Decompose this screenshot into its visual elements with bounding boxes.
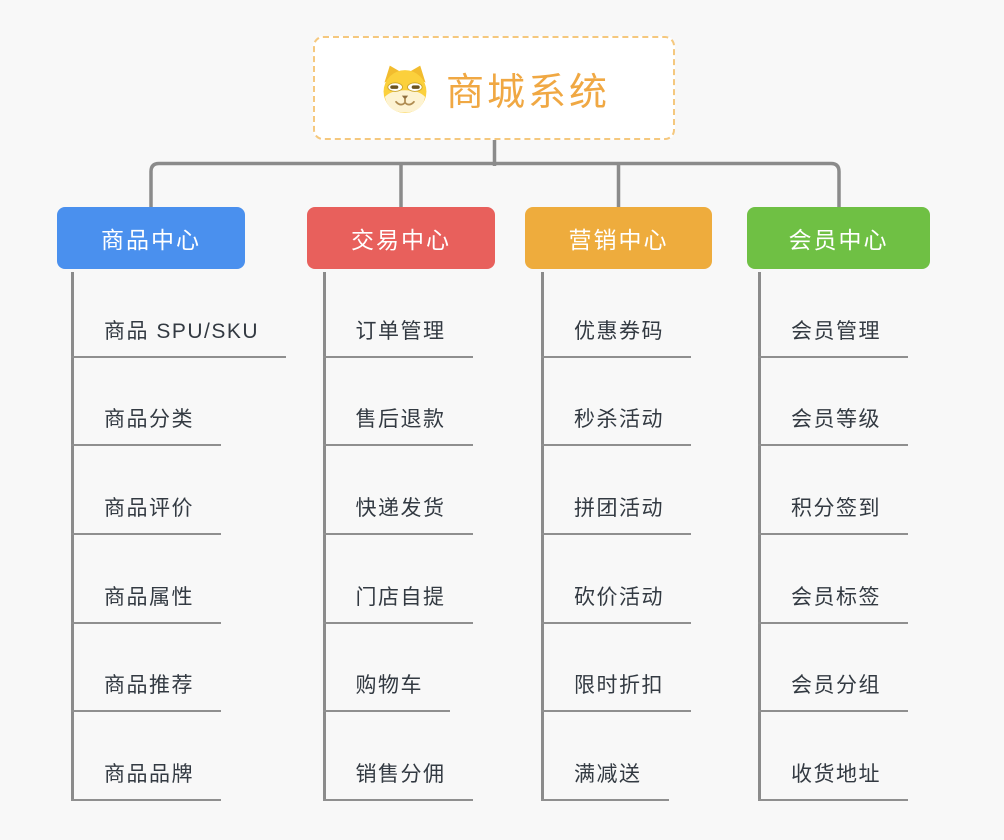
leaf-node[interactable]: 商品 SPU/SKU (71, 315, 287, 358)
leaf-node[interactable]: 满减送 (541, 758, 669, 801)
leaf-node[interactable]: 快递发货 (322, 492, 473, 535)
branch-node-1[interactable]: 商品中心 (57, 207, 245, 269)
leaf-node[interactable]: 商品属性 (71, 581, 221, 624)
leaf-node[interactable]: 门店自提 (322, 581, 473, 624)
leaf-node[interactable]: 会员等级 (758, 403, 908, 447)
branch-label: 会员中心 (788, 227, 889, 253)
branch-label: 商品中心 (101, 227, 201, 253)
branch-children-line (322, 272, 326, 799)
root-title: 商城系统 (445, 71, 610, 114)
leaf-node[interactable]: 砍价活动 (541, 581, 691, 624)
leaf-node[interactable]: 会员分组 (758, 669, 908, 713)
leaf-node[interactable]: 商品品牌 (71, 758, 221, 801)
leaf-node[interactable]: 商品评价 (71, 492, 221, 535)
leaf-node[interactable]: 限时折扣 (541, 669, 691, 713)
branch-children-line (71, 272, 74, 799)
leaf-node[interactable]: 秒杀活动 (541, 403, 691, 447)
branch-children-line (758, 272, 761, 799)
branch-bus-line (149, 161, 841, 208)
leaf-node[interactable]: 售后退款 (322, 403, 473, 447)
branch-label: 交易中心 (351, 227, 451, 253)
branch-children-line (541, 272, 544, 799)
leaf-node[interactable]: 收货地址 (758, 758, 908, 801)
leaf-node[interactable]: 优惠券码 (541, 315, 691, 358)
branch-node-2[interactable]: 交易中心 (307, 207, 495, 269)
leaf-node[interactable]: 商品推荐 (71, 669, 221, 713)
leaf-node[interactable]: 销售分佣 (322, 758, 473, 801)
branch-label: 营销中心 (568, 227, 669, 253)
branch-node-4[interactable]: 会员中心 (747, 207, 930, 269)
leaf-node[interactable]: 订单管理 (322, 315, 473, 358)
root-node[interactable]: 商城系统 (313, 36, 675, 140)
branch-node-3[interactable]: 营销中心 (525, 207, 712, 269)
leaf-node[interactable]: 购物车 (322, 669, 450, 713)
leaf-node[interactable]: 会员管理 (758, 315, 908, 358)
leaf-node[interactable]: 拼团活动 (541, 492, 691, 535)
leaf-node[interactable]: 会员标签 (758, 581, 908, 624)
leaf-node[interactable]: 积分签到 (758, 492, 908, 535)
doge-icon (383, 65, 427, 113)
leaf-node[interactable]: 商品分类 (71, 403, 221, 447)
